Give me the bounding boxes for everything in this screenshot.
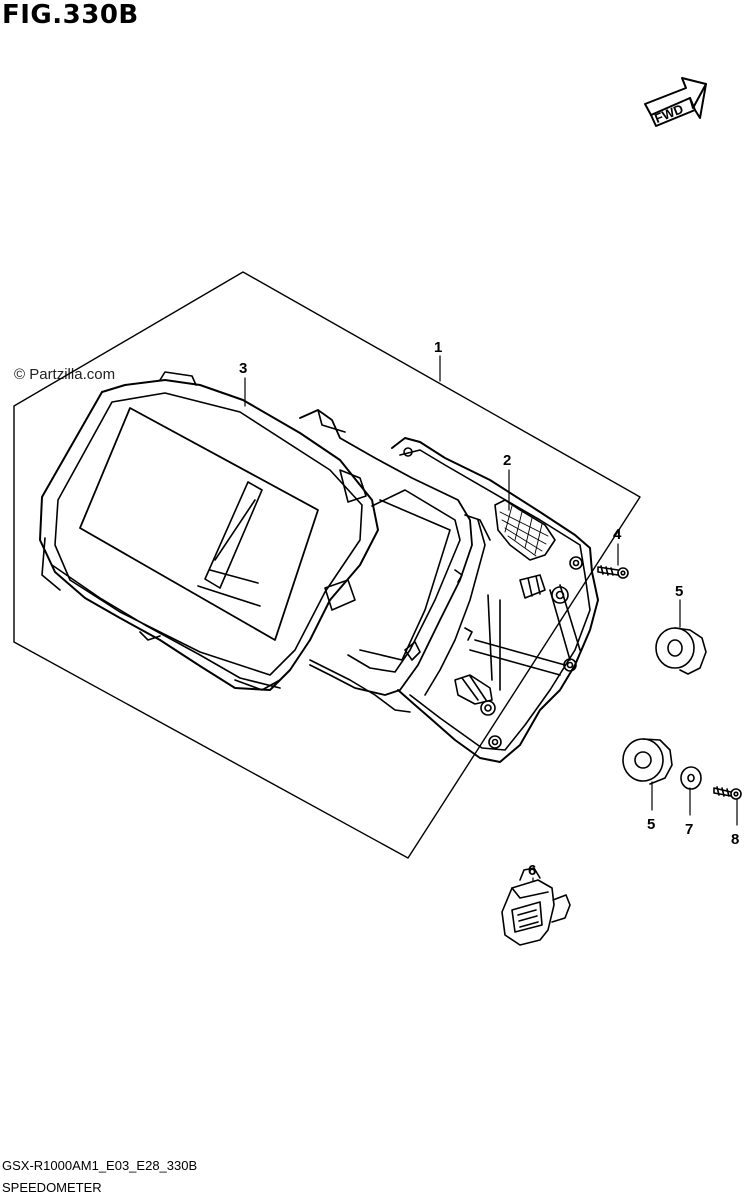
connector-6-icon bbox=[501, 867, 571, 946]
screw-8-icon bbox=[713, 786, 742, 800]
callout-1: 1 bbox=[434, 339, 443, 356]
meter-case bbox=[391, 437, 599, 763]
assembly-outline bbox=[13, 271, 641, 859]
callout-5-upper: 5 bbox=[675, 583, 684, 600]
watermark-text: © Partzilla.com bbox=[14, 366, 116, 383]
washer-icon bbox=[680, 766, 702, 790]
cushion-lower-icon bbox=[622, 738, 673, 785]
callout-2: 2 bbox=[503, 452, 512, 469]
section-name: SPEEDOMETER bbox=[2, 1180, 102, 1195]
callout-8: 8 bbox=[731, 831, 740, 848]
callout-5-lower: 5 bbox=[647, 816, 656, 833]
cushion-upper-icon bbox=[655, 627, 707, 675]
callout-3: 3 bbox=[239, 360, 248, 377]
drawing-code: GSX-R1000AM1_E03_E28_330B bbox=[2, 1158, 198, 1173]
callout-7: 7 bbox=[685, 821, 694, 838]
fwd-arrow-icon: FWD bbox=[644, 77, 707, 127]
display-module bbox=[299, 409, 491, 713]
screw-4-icon bbox=[597, 565, 629, 579]
callout-4: 4 bbox=[613, 526, 622, 543]
figure-title: FIG.330B bbox=[2, 0, 139, 30]
meter-lens-cover bbox=[39, 371, 379, 691]
callout-6: 6 bbox=[528, 862, 537, 879]
leader-lines bbox=[244, 355, 738, 899]
